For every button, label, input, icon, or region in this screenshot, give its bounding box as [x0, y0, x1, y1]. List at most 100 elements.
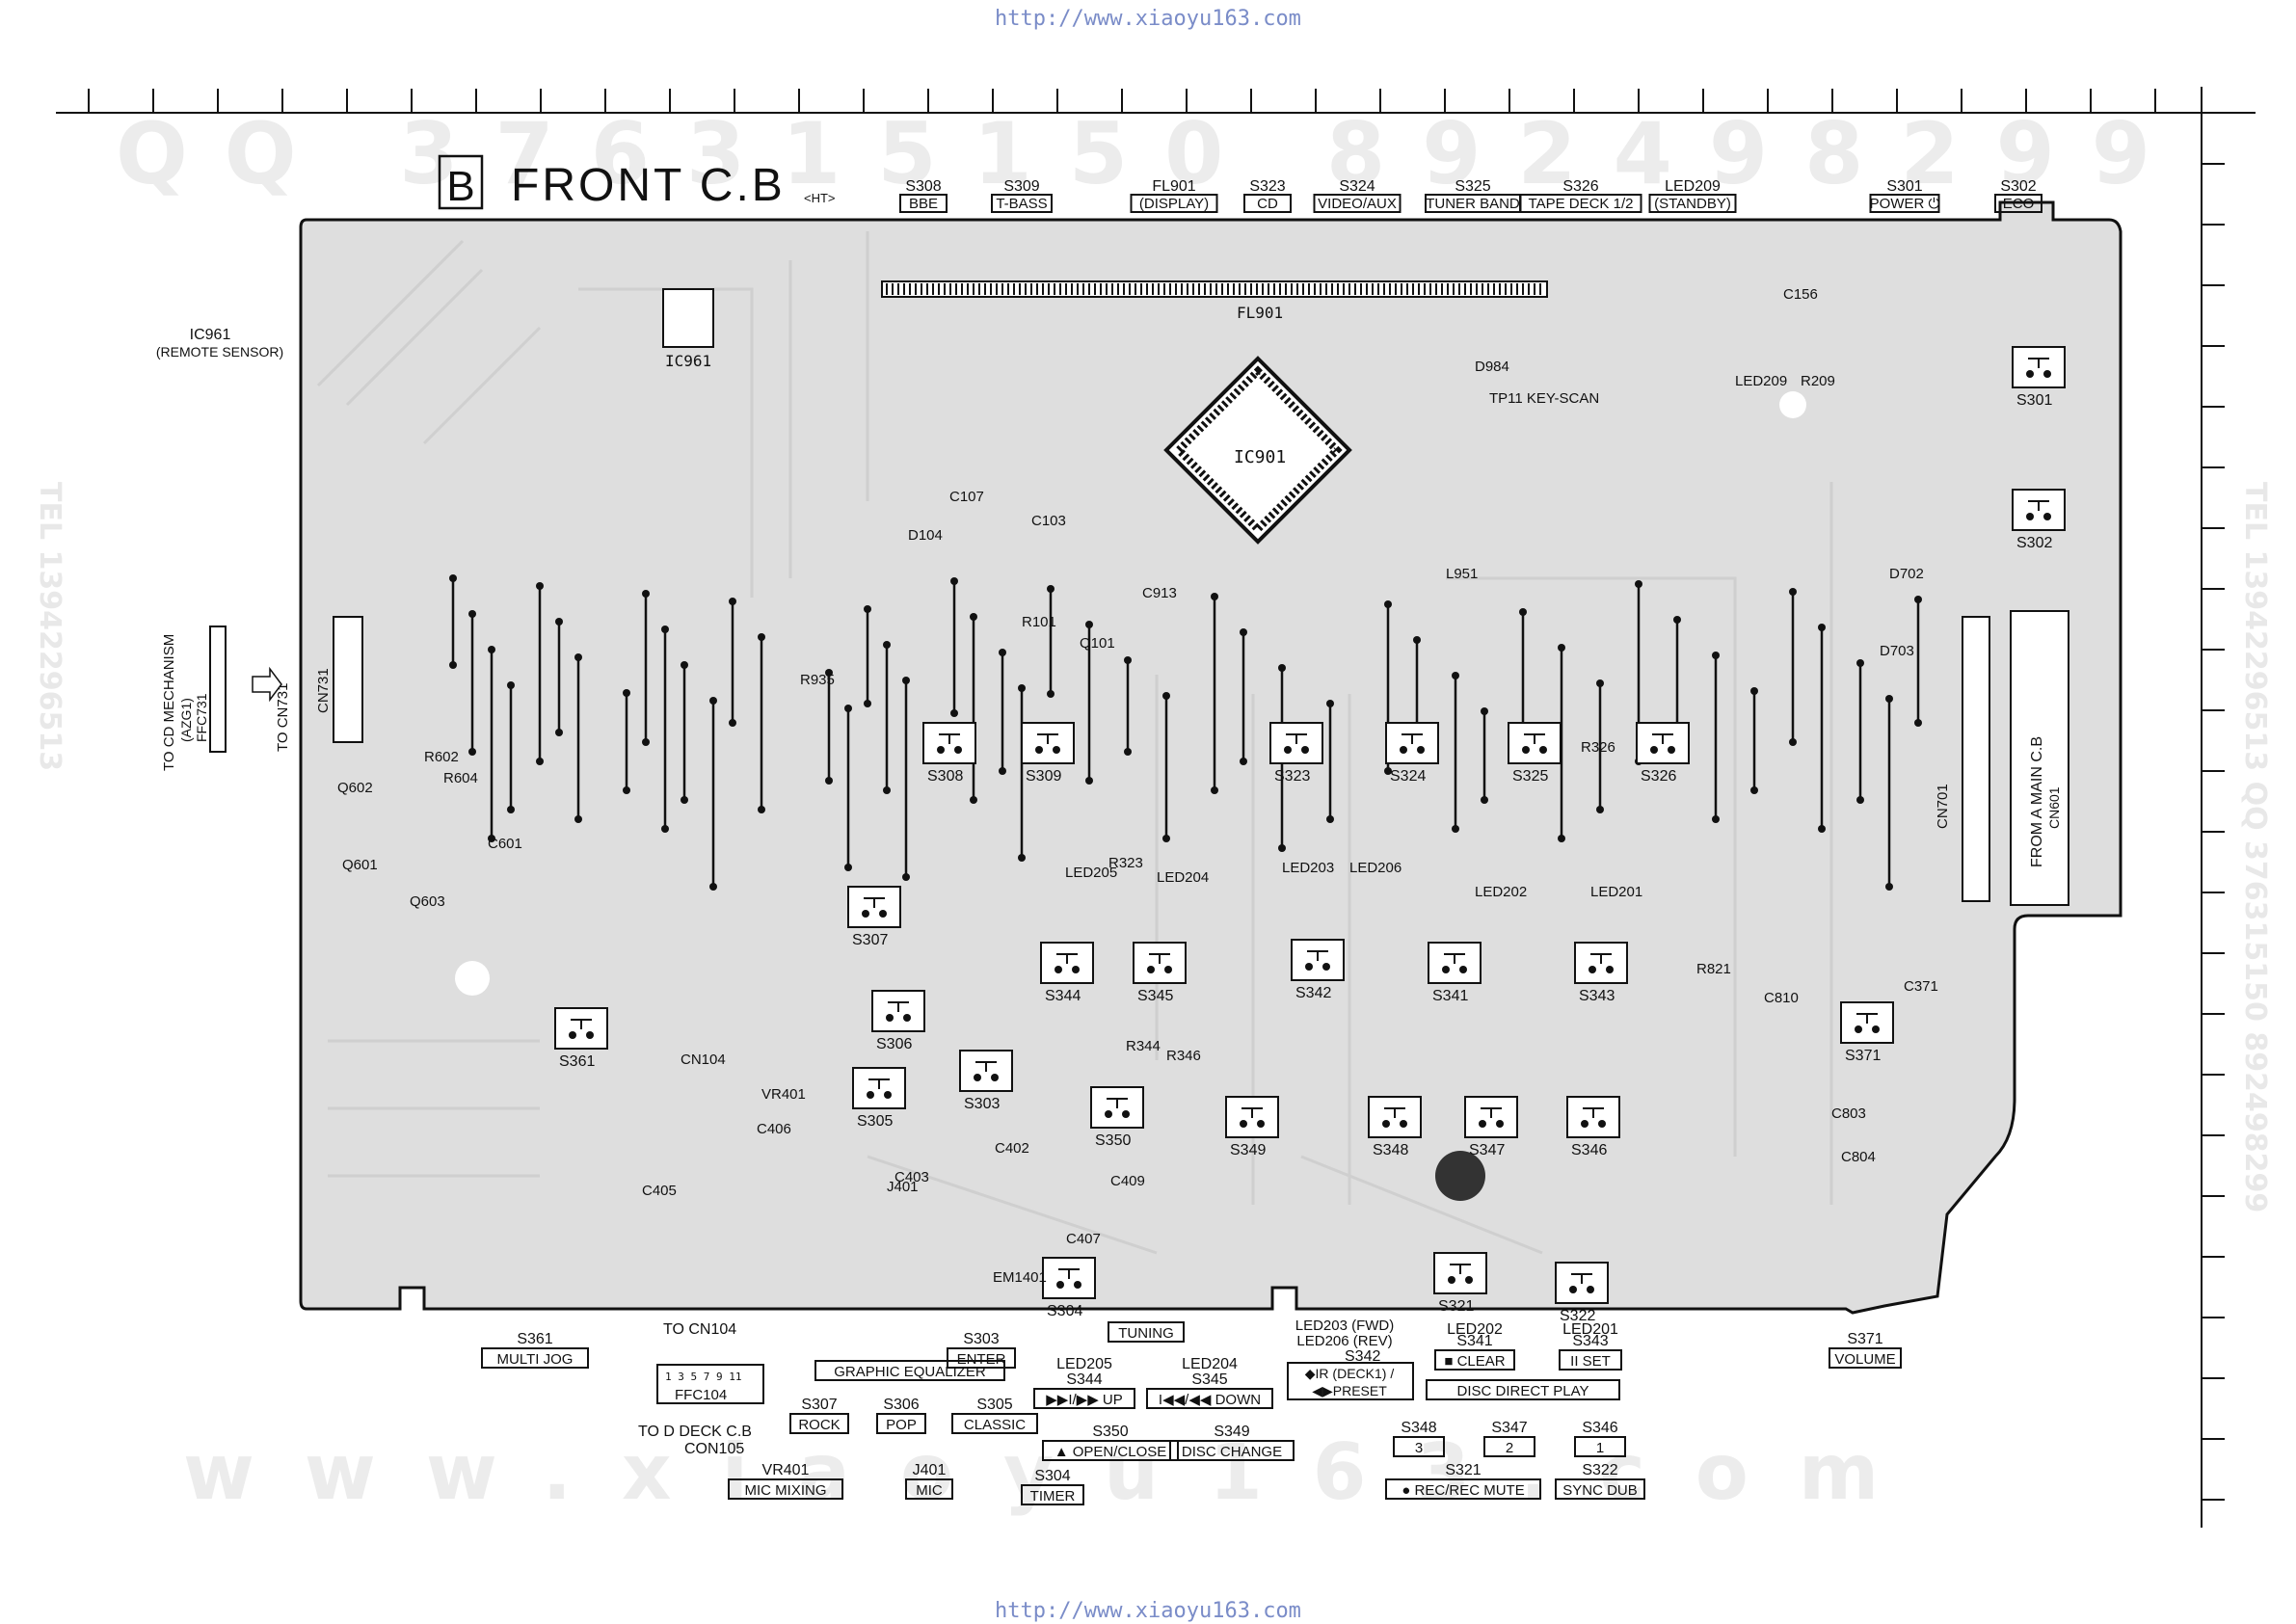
board-badge-box	[438, 154, 484, 210]
cn731-connector: CN731	[209, 616, 363, 753]
s345-ref: S345	[1191, 1371, 1227, 1388]
comp-l951: L951	[1446, 566, 1478, 582]
s348-box	[1393, 1436, 1445, 1457]
component-labels: Q101Q601Q602Q603R602R604CN104VR401J401C4…	[337, 286, 1938, 1286]
page-ruler	[56, 87, 2256, 1528]
comp-r101: R101	[1022, 614, 1056, 630]
top-label-fn: VIDEO/AUX	[1318, 196, 1397, 212]
switch-s344: S344	[1040, 942, 1094, 1004]
s344-fn: ▶▶I/▶▶ UP	[1046, 1392, 1122, 1408]
cn601-label: CN601	[2046, 786, 2062, 829]
comp-led201: LED201	[1590, 884, 1642, 900]
comp-d984: D984	[1475, 359, 1509, 375]
top-label-ref: FL901	[1152, 178, 1195, 195]
comp-r935: R935	[800, 672, 835, 688]
cn701-label: CN701	[1935, 784, 1951, 829]
s347-ref: S347	[1469, 1142, 1505, 1158]
top-label-box	[1243, 194, 1292, 213]
comp-d702: D702	[1889, 566, 1924, 582]
s305-ref: S305	[857, 1113, 893, 1130]
s324-ref: S324	[1390, 768, 1426, 785]
s342-fn2: ◀▶PRESET	[1312, 1383, 1387, 1398]
url-top: http://www.xiaoyu163.com	[995, 7, 1301, 31]
url-bottom: http://www.xiaoyu163.com	[995, 1599, 1301, 1623]
ffc731-label: FFC731	[194, 693, 209, 742]
top-label-ref: S324	[1339, 178, 1375, 195]
comp-c409: C409	[1110, 1173, 1145, 1189]
switch-s303: S303	[959, 1050, 1013, 1112]
s371-ref: S371	[1847, 1331, 1882, 1347]
top-label-box	[1313, 194, 1402, 213]
to-cn104-label: TO CN104	[663, 1321, 736, 1338]
switch-s305: S305	[852, 1067, 906, 1130]
switch-s325: S325	[1508, 722, 1562, 785]
s321-ref: S321	[1438, 1298, 1474, 1315]
top-label-fn: T-BASS	[996, 196, 1047, 212]
comp-c406: C406	[757, 1121, 791, 1137]
s306-fn: POP	[886, 1417, 917, 1433]
s361-ref: S361	[559, 1053, 595, 1070]
watermark-tel-left: TEL 13942296513	[33, 482, 67, 771]
s304-box	[1021, 1484, 1084, 1505]
s346-box	[1574, 1436, 1626, 1457]
watermark-qq: QQ 376315150 892498299	[116, 104, 2187, 203]
s342-box	[1287, 1362, 1414, 1400]
switch-s321: S321	[1433, 1252, 1487, 1315]
j401-fn: MIC	[916, 1482, 943, 1499]
s344-box	[1033, 1388, 1135, 1409]
comp-r323: R323	[1108, 855, 1143, 871]
graphic-eq-box	[814, 1360, 1005, 1381]
top-switch-labels: S308BBES309T-BASSFL901(DISPLAY)S323CDS32…	[899, 178, 2042, 213]
from-main-cb-label: FROM A MAIN C.B	[2029, 736, 2045, 867]
comp-q603: Q603	[410, 893, 445, 910]
comp-c810: C810	[1764, 990, 1799, 1006]
switch-s308: S308	[922, 722, 976, 785]
ffc104-label: FFC104	[675, 1387, 727, 1403]
comp-q101: Q101	[1080, 635, 1115, 652]
switch-s323: S323	[1269, 722, 1323, 785]
s371-ref: S371	[1845, 1048, 1881, 1064]
comp-r344: R344	[1126, 1038, 1161, 1054]
led206-ref-bottom: LED206 (REV)	[1296, 1333, 1392, 1349]
switch-s349: S349	[1225, 1096, 1279, 1158]
s349-fn: DISC CHANGE	[1182, 1444, 1282, 1460]
s307-ref: S307	[852, 932, 888, 948]
top-label-ref: S302	[2000, 178, 2036, 195]
s306-box	[876, 1413, 926, 1434]
s303-ref: S303	[963, 1331, 999, 1347]
s371-box	[1829, 1347, 1902, 1369]
comp-c803: C803	[1831, 1105, 1866, 1122]
s343-box	[1559, 1349, 1622, 1371]
s304-ref: S304	[1034, 1468, 1070, 1484]
ic961-label: IC961	[665, 352, 711, 370]
fl901-label: FL901	[1237, 304, 1283, 322]
comp-led203: LED203	[1282, 860, 1334, 876]
s321-box	[1385, 1478, 1541, 1500]
switch-s345: S345	[1133, 942, 1187, 1004]
comp-cn104: CN104	[681, 1052, 726, 1068]
s348-ref: S348	[1373, 1142, 1408, 1158]
comp-led206: LED206	[1349, 860, 1402, 876]
cn731-arrow	[252, 666, 282, 703]
comp-led204: LED204	[1157, 869, 1209, 886]
comp-r821: R821	[1696, 961, 1731, 977]
cn731-label: CN731	[315, 668, 332, 713]
s321-ref: S321	[1445, 1462, 1481, 1478]
ic901-chip: IC901	[1163, 356, 1352, 545]
comp-r604: R604	[443, 770, 478, 786]
s347-fn: 2	[1506, 1440, 1513, 1456]
top-label-fn: TUNER BAND	[1426, 196, 1520, 212]
comp-c601: C601	[488, 836, 522, 852]
solder-lines	[449, 574, 1922, 891]
top-label-ref: S301	[1886, 178, 1922, 195]
s326-ref: S326	[1641, 768, 1676, 785]
comp-c103: C103	[1031, 513, 1066, 529]
s303-ref: S303	[964, 1096, 1000, 1112]
ic961-remote-sensor: IC961	[662, 288, 714, 370]
comp-r346: R346	[1166, 1048, 1201, 1064]
s305-ref: S305	[976, 1397, 1012, 1413]
top-label-ref: S308	[905, 178, 941, 195]
switch-s350: S350	[1090, 1086, 1144, 1149]
s350-ref: S350	[1095, 1132, 1131, 1149]
fl901-display-connector: FL901	[881, 280, 1548, 322]
